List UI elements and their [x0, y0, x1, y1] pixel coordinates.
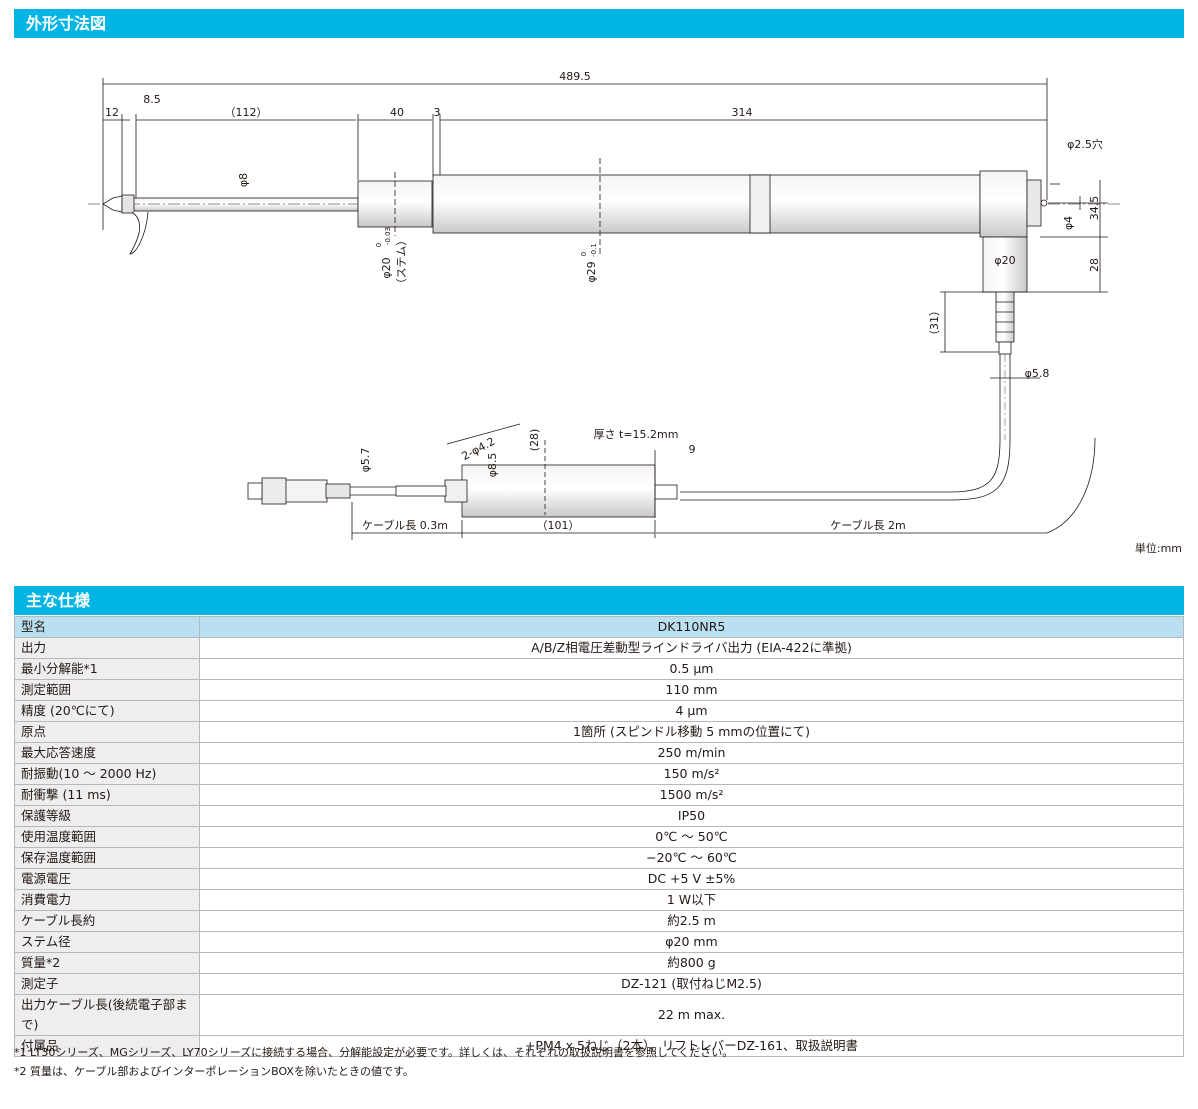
spec-key: 耐振動(10 ～ 2000 Hz) — [14, 763, 200, 785]
spec-key: 付属品 — [14, 1035, 200, 1057]
footnotes: *1 LT30シリーズ、MGシリーズ、LY70シリーズに接続する場合、分解能設定… — [14, 1043, 733, 1081]
dim-3: 3 — [434, 106, 441, 119]
spec-key: 原点 — [14, 721, 200, 743]
spec-key: 電源電圧 — [14, 868, 200, 890]
spec-key: ステム径 — [14, 931, 200, 953]
dim-112: （112） — [225, 106, 268, 119]
spec-key: 測定範囲 — [14, 679, 200, 701]
spec-key: 出力ケーブル長(後続電子部まで) — [14, 994, 200, 1036]
spec-value: DK110NR5 — [199, 616, 1184, 638]
spec-value: −20℃ ～ 60℃ — [199, 847, 1184, 869]
dim-phi20-head: φ20 — [994, 254, 1015, 267]
spec-value: 0.5 μm — [199, 658, 1184, 680]
spec-value: DC +5 V ±5% — [199, 868, 1184, 890]
dim-28: 28 — [1088, 258, 1101, 272]
spec-row: 出力ケーブル長(後続電子部まで)22 m max. — [14, 994, 1184, 1036]
spec-value: 22 m max. — [199, 994, 1184, 1036]
stem-tol-upper: 0 — [375, 243, 383, 247]
spec-row: 精度 (20℃にて)4 μm — [14, 700, 1184, 722]
spec-value: A/B/Z相電圧差動型ラインドライバ出力 (EIA-422に準拠) — [199, 637, 1184, 659]
spec-key: 精度 (20℃にて) — [14, 700, 200, 722]
spec-value: 約800 g — [199, 952, 1184, 974]
dim-phi5-7: φ5.7 — [359, 448, 372, 473]
spec-value: 1箇所 (スピンドル移動 5 mmの位置にて) — [199, 721, 1184, 743]
stem-label: （ステム） — [395, 235, 408, 290]
spec-key: 質量*2 — [14, 952, 200, 974]
dim-phi29: φ29 — [585, 261, 598, 282]
spec-key: 保存温度範囲 — [14, 847, 200, 869]
section-header-specs: 主な仕様 — [14, 586, 1184, 615]
footnote-1: *1 LT30シリーズ、MGシリーズ、LY70シリーズに接続する場合、分解能設定… — [14, 1046, 734, 1059]
dim-314: 314 — [732, 106, 753, 119]
spec-key: ケーブル長約 — [14, 910, 200, 932]
dim-31: （31） — [928, 305, 941, 341]
spec-key: 型名 — [14, 616, 200, 638]
footnote-2: *2 質量は、ケーブル部およびインターポレーションBOXを除いたときの値です。 — [14, 1065, 414, 1078]
spec-row: ケーブル長約約2.5 m — [14, 910, 1184, 932]
spec-value: 1500 m/s² — [199, 784, 1184, 806]
spec-key: 出力 — [14, 637, 200, 659]
spec-key: 最大応答速度 — [14, 742, 200, 764]
spec-row: 耐振動(10 ～ 2000 Hz)150 m/s² — [14, 763, 1184, 785]
stem-tol-lower: -0.03 — [384, 227, 392, 245]
spec-value: +PM4 x 5ねじ（2本）、リフトレバーDZ-161、取扱説明書 — [199, 1035, 1184, 1057]
dim-8-5: 8.5 — [143, 93, 161, 106]
dim-cable-0-3: ケーブル長 0.3m — [362, 518, 448, 532]
unit-label: 単位:mm — [1134, 542, 1182, 555]
spec-row: 付属品+PM4 x 5ねじ（2本）、リフトレバーDZ-161、取扱説明書 — [14, 1035, 1184, 1057]
spec-key: 耐衝撃 (11 ms) — [14, 784, 200, 806]
spec-row: 耐衝撃 (11 ms)1500 m/s² — [14, 784, 1184, 806]
spec-value: 150 m/s² — [199, 763, 1184, 785]
spec-key: 最小分解能*1 — [14, 658, 200, 680]
dim-28-box: (28) — [528, 429, 541, 452]
spec-key: 保護等級 — [14, 805, 200, 827]
spec-key: 消費電力 — [14, 889, 200, 911]
spec-value: 約2.5 m — [199, 910, 1184, 932]
dim-phi8-5: φ8.5 — [486, 453, 499, 478]
spec-row: 保存温度範囲−20℃ ～ 60℃ — [14, 847, 1184, 869]
dim-phi20-stem: φ20 — [380, 257, 393, 278]
dim-phi4: φ4 — [1062, 216, 1075, 230]
spec-value: 4 μm — [199, 700, 1184, 722]
section-header-dimensions: 外形寸法図 — [14, 9, 1184, 38]
spec-value: IP50 — [199, 805, 1184, 827]
dim-total: 489.5 — [559, 70, 591, 83]
spec-value: 250 m/min — [199, 742, 1184, 764]
dim-34-5: 34.5 — [1088, 196, 1101, 221]
spec-value: φ20 mm — [199, 931, 1184, 953]
spec-value: 0℃ ～ 50℃ — [199, 826, 1184, 848]
dim-phi5-8: φ5.8 — [1025, 367, 1050, 380]
spec-key: 測定子 — [14, 973, 200, 995]
dim-40: 40 — [390, 106, 404, 119]
spec-key: 使用温度範囲 — [14, 826, 200, 848]
body-tol-upper: 0 — [580, 252, 588, 256]
spec-value: DZ-121 (取付ねじM2.5) — [199, 973, 1184, 995]
dim-thickness: 厚さ t=15.2mm — [594, 428, 679, 441]
dim-phi8: φ8 — [237, 173, 250, 187]
dim-12: 12 — [105, 106, 119, 119]
dim-cable-2: ケーブル長 2m — [830, 518, 906, 532]
dim-101: （101） — [537, 519, 580, 532]
dim-9: 9 — [689, 443, 696, 456]
body-tol-lower: -0.1 — [590, 243, 598, 257]
dim-phi2-5-hole: φ2.5穴 — [1067, 137, 1103, 151]
dimension-drawing: 489.5 12 8.5 （112） 40 3 314 φ8 φ2.5穴 φ4 … — [88, 70, 1120, 540]
spec-value: 1 W以下 — [199, 889, 1184, 911]
spec-value: 110 mm — [199, 679, 1184, 701]
